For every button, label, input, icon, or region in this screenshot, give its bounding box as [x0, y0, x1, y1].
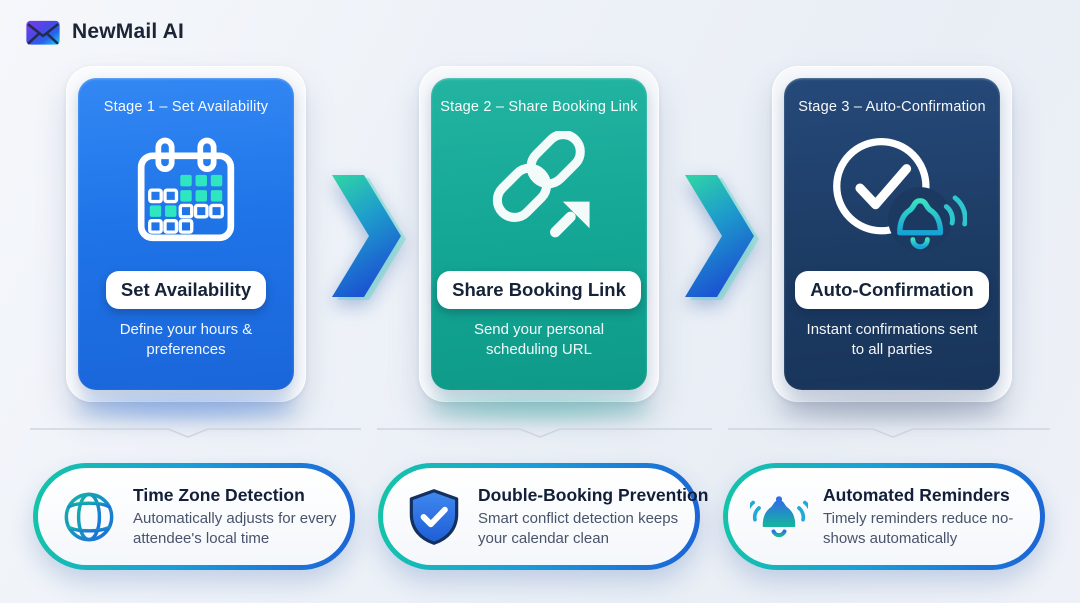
stage-3-label: Stage 3 – Auto-Confirmation — [798, 99, 986, 115]
stage-1-label: Stage 1 – Set Availability — [103, 99, 269, 115]
card-glow — [781, 397, 1003, 417]
stage-3-description: Instant confirmations sent to all partie… — [806, 321, 978, 358]
stage-2-description: Send your personal scheduling URL — [473, 321, 605, 358]
feature-text: Automated Reminders Timely reminders red… — [823, 485, 1030, 547]
stage-3-card: Stage 3 – Auto-Confirmation — [772, 66, 1012, 402]
bell-icon — [750, 488, 808, 546]
card-glow — [75, 397, 297, 417]
feature-double-booking-prevention: Double-Booking Prevention Smart conflict… — [378, 463, 708, 570]
feature-title: Time Zone Detection — [133, 485, 305, 506]
feature-title: Automated Reminders — [823, 485, 1010, 506]
brand-header: NewMail AI — [24, 16, 184, 48]
feature-inner: Double-Booking Prevention Smart conflict… — [383, 468, 708, 565]
stage-1-card-body: Stage 1 – Set Availability — [78, 78, 294, 390]
feature-text: Double-Booking Prevention Smart conflict… — [478, 485, 708, 547]
divider-line — [30, 428, 1050, 438]
feature-title: Double-Booking Prevention — [478, 485, 709, 506]
stage-2-card-body: Stage 2 – Share Booking Link Share Booki… — [431, 78, 647, 390]
feature-description: Smart conflict detection keeps your cale… — [478, 510, 679, 547]
stage-3-card-body: Stage 3 – Auto-Confirmation — [784, 78, 1000, 390]
shield-check-icon — [405, 488, 463, 546]
feature-time-zone-detection: Time Zone Detection Automatically adjust… — [33, 463, 355, 570]
feature-automated-reminders: Automated Reminders Timely reminders red… — [723, 463, 1045, 570]
stage-3-title-pill: Auto-Confirmation — [795, 271, 989, 309]
feature-description: Timely reminders reduce no-shows automat… — [823, 510, 1014, 547]
card-glow — [428, 397, 650, 417]
stage-1-description: Define your hours & preferences — [119, 321, 253, 358]
stage-1-card: Stage 1 – Set Availability — [66, 66, 306, 402]
envelope-icon — [26, 20, 60, 45]
calendar-icon — [124, 115, 248, 271]
stage-2-card: Stage 2 – Share Booking Link Share Booki… — [419, 66, 659, 402]
feature-inner: Automated Reminders Timely reminders red… — [728, 468, 1040, 565]
link-arrow-icon — [477, 115, 601, 271]
brand-name: NewMail AI — [72, 20, 185, 43]
check-circle-bell-icon — [817, 115, 967, 271]
chevron-right-arrow — [328, 170, 406, 307]
stage-2-label: Stage 2 – Share Booking Link — [440, 99, 638, 115]
feature-text: Time Zone Detection Automatically adjust… — [133, 485, 340, 547]
feature-description: Automatically adjusts for every attendee… — [133, 510, 337, 547]
chevron-right-arrow — [681, 170, 759, 307]
globe-icon — [60, 488, 118, 546]
stage-2-title-pill: Share Booking Link — [437, 271, 641, 309]
stage-1-title-pill: Set Availability — [105, 271, 267, 309]
feature-inner: Time Zone Detection Automatically adjust… — [38, 468, 350, 565]
